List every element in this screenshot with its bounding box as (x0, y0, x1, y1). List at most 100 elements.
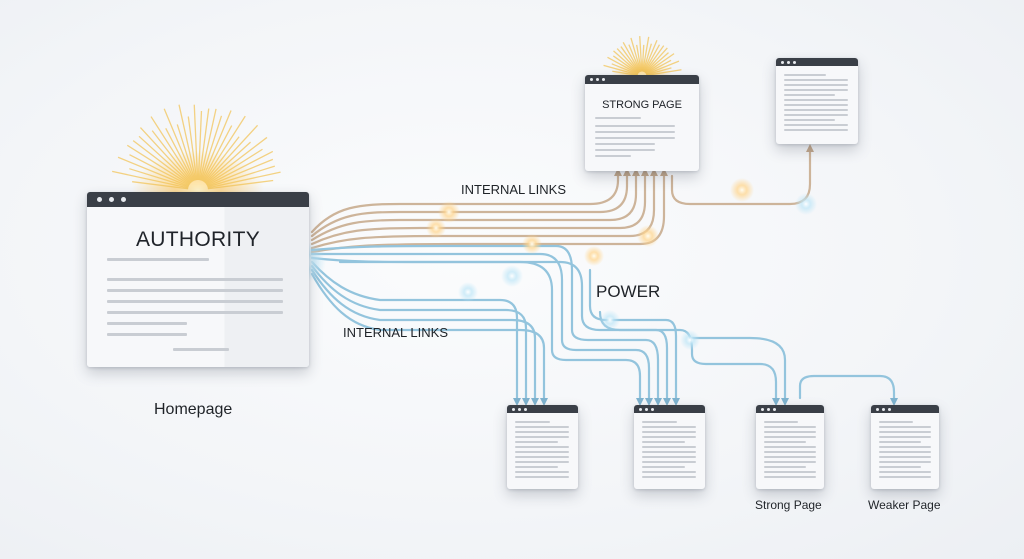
strong-page-label: Strong Page (755, 498, 822, 512)
cool-link (310, 260, 521, 406)
text-line (879, 431, 931, 433)
cool-link (310, 268, 539, 406)
text-line (642, 456, 696, 458)
sun-ray (202, 125, 233, 182)
sun-ray (126, 144, 190, 186)
text-line (764, 426, 816, 428)
text-line (764, 436, 816, 438)
text-line (784, 109, 848, 111)
text-line (515, 476, 569, 478)
power-label: POWER (596, 282, 661, 301)
sun-ray (630, 37, 642, 72)
homepage-label: Homepage (154, 401, 233, 418)
homepage-window: AUTHORITY (87, 192, 309, 367)
text-line (642, 446, 696, 448)
cool-link (310, 272, 548, 406)
sun-ray (202, 115, 246, 182)
sun-ray (644, 45, 665, 73)
text-line (879, 476, 931, 478)
text-line (784, 104, 848, 106)
text-line (595, 155, 631, 157)
sun-ray (643, 39, 658, 73)
text-line (515, 431, 569, 433)
text-line (642, 426, 696, 428)
text-line (515, 471, 569, 473)
warm-link (310, 168, 649, 246)
text-line (784, 74, 826, 76)
sun-ray (207, 165, 276, 188)
sun-ray (636, 44, 642, 72)
warm-link (670, 144, 814, 206)
glow-dot (501, 265, 523, 287)
sun-ray (204, 141, 251, 184)
sun-ray (616, 48, 640, 74)
glow-dot (600, 310, 620, 330)
sun-ray (207, 171, 281, 189)
sun-ray (193, 104, 199, 181)
glow-dot (730, 178, 754, 202)
window-titlebar (507, 405, 578, 413)
sun-ray (200, 115, 223, 181)
sun-ray (163, 108, 195, 182)
sun-ray (612, 55, 639, 74)
text-line (595, 125, 675, 127)
glow-dot (680, 330, 700, 350)
sun-ray (641, 44, 645, 72)
strong-page-bottom-window (756, 405, 824, 489)
sun-ray (645, 59, 672, 75)
text-line (595, 131, 675, 133)
glow-dot (438, 201, 460, 223)
window-titlebar (87, 192, 309, 207)
warm-link (310, 168, 631, 238)
sun-ray (197, 110, 203, 181)
sun-ray (117, 156, 189, 187)
text-line (642, 461, 696, 463)
text-line (515, 456, 569, 458)
text-line (764, 456, 816, 458)
warm-internal-links (310, 144, 814, 254)
text-line (784, 129, 848, 131)
sun-ray (207, 179, 274, 190)
cool-link (798, 374, 898, 406)
text-line (515, 421, 551, 423)
text-line (879, 426, 931, 428)
window-titlebar (585, 75, 699, 84)
sun-ray (207, 158, 274, 187)
text-line (764, 446, 816, 448)
sun-ray (201, 110, 232, 182)
sun-ray (129, 154, 190, 186)
strong-page-window: STRONG PAGE (585, 75, 699, 171)
text-line (642, 476, 696, 478)
text-line (642, 421, 678, 423)
text-line (879, 421, 913, 423)
sun-ray (178, 104, 197, 181)
weaker-page-window (871, 405, 939, 489)
text-line (642, 436, 696, 438)
weaker-page-label: Weaker Page (868, 498, 941, 512)
text-line (173, 348, 229, 351)
warm-link (310, 168, 640, 242)
text-line (784, 114, 848, 116)
text-line (879, 471, 931, 473)
sun-ray (132, 140, 191, 185)
glow-dot (426, 218, 446, 238)
sun-ray (151, 130, 193, 183)
authority-heading: AUTHORITY (135, 228, 261, 251)
sun-ray (611, 63, 639, 75)
text-line (879, 466, 921, 468)
text-line (642, 451, 696, 453)
sun-ray (613, 50, 640, 74)
text-line (107, 258, 209, 261)
top-right-page-window (776, 58, 858, 144)
glow-dot (584, 246, 604, 266)
sun-ray (132, 181, 189, 190)
sun-ray (612, 70, 638, 76)
text-line (784, 84, 848, 86)
glow-dot (637, 225, 659, 247)
window-titlebar (756, 405, 824, 413)
sun-ray (622, 41, 641, 73)
cool-link (598, 310, 780, 406)
sun-ray (129, 168, 189, 188)
sun-ray (199, 108, 217, 181)
